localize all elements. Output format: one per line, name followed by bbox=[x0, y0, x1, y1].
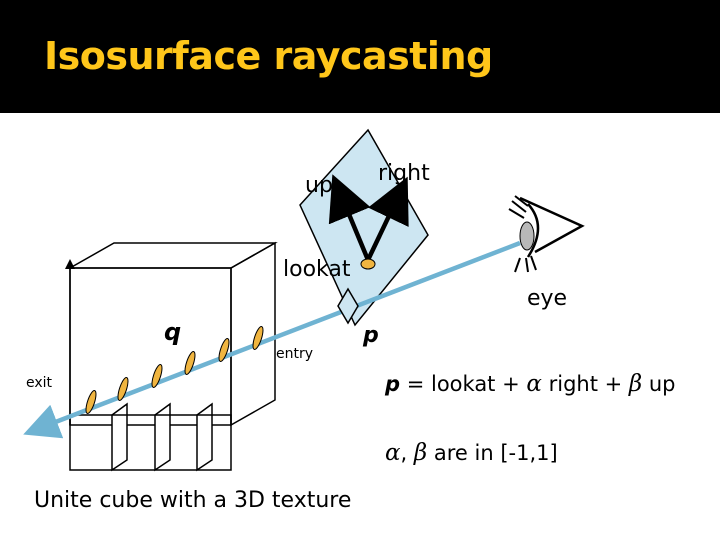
texture-slab bbox=[69, 414, 232, 471]
texture-slice bbox=[196, 402, 213, 472]
equation-right: right + bbox=[541, 372, 629, 396]
label-up: up bbox=[305, 173, 333, 198]
equation-eq-lookat: = lookat + bbox=[400, 372, 527, 396]
range-text: are in [-1,1] bbox=[427, 441, 558, 465]
equation-up: up bbox=[642, 372, 676, 396]
equation-p: p bbox=[385, 372, 401, 396]
label-exit: exit bbox=[26, 375, 53, 391]
ray-sample bbox=[151, 364, 163, 388]
range-alpha: α bbox=[385, 440, 401, 466]
parameter-range: α, β are in [-1,1] bbox=[385, 440, 558, 466]
range-beta: β bbox=[413, 440, 428, 466]
footer-caption: Unite cube with a 3D texture bbox=[34, 488, 352, 513]
label-entry: entry bbox=[276, 346, 313, 362]
range-comma: , bbox=[400, 441, 414, 465]
title-bar bbox=[0, 0, 720, 113]
image-plane bbox=[299, 128, 429, 327]
ray-sample bbox=[117, 377, 129, 401]
right-vector bbox=[365, 176, 409, 261]
label-right: right bbox=[378, 161, 430, 186]
texture-slices bbox=[111, 402, 213, 472]
ray-sample bbox=[218, 338, 230, 362]
texture-slice bbox=[111, 402, 128, 472]
equation-beta: β bbox=[628, 371, 643, 397]
label-lookat: lookat bbox=[283, 257, 351, 282]
ray bbox=[23, 240, 521, 439]
up-vector bbox=[328, 174, 371, 261]
lookat-point bbox=[360, 258, 376, 270]
sample-point-p bbox=[337, 287, 359, 325]
equation-alpha: α bbox=[526, 371, 542, 397]
label-eye: eye bbox=[527, 286, 567, 311]
label-q: q bbox=[164, 318, 181, 346]
cube-face-side bbox=[230, 241, 276, 427]
ray-sample bbox=[252, 326, 264, 350]
cube-face-top bbox=[67, 242, 278, 269]
texture-slice bbox=[154, 402, 171, 472]
slide-title: Isosurface raycasting bbox=[44, 34, 493, 78]
unit-cube bbox=[67, 241, 278, 427]
parametric-equation: p = lookat + α right + β up bbox=[385, 371, 676, 397]
ray-sample bbox=[85, 390, 97, 414]
ray-sample bbox=[184, 351, 196, 375]
ray-samples bbox=[85, 326, 264, 414]
eye-icon bbox=[508, 195, 585, 273]
label-p: p bbox=[362, 323, 379, 348]
